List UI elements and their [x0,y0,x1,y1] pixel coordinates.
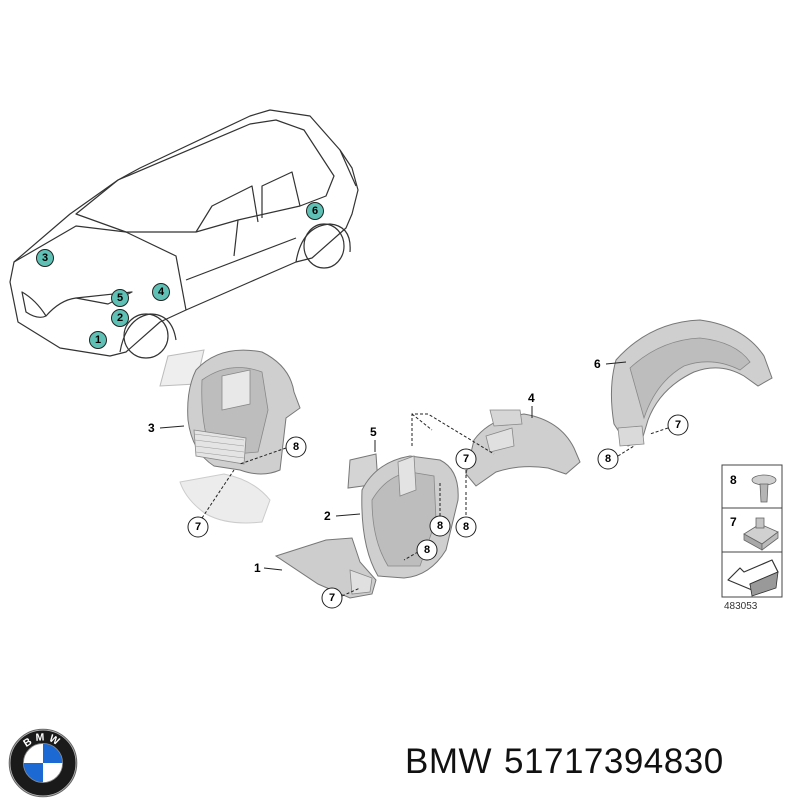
svg-text:1: 1 [95,334,101,346]
callout-8-part2-a: 8 [429,482,451,537]
legend-item-8-label: 8 [730,473,737,487]
callout-2: 2 [324,509,361,523]
svg-text:4: 4 [158,286,165,298]
legend-item-7-label: 7 [730,515,737,529]
callout-6: 6 [594,357,627,371]
svg-text:6: 6 [312,205,318,217]
part-4-wheel-liner [465,409,581,487]
svg-text:5: 5 [370,425,377,439]
svg-text:8: 8 [293,441,299,453]
callout-5: 5 [370,425,377,452]
callout-8-part4: 8 [455,492,477,538]
car-marker-2: 2 [111,309,129,327]
svg-text:8: 8 [424,544,430,556]
svg-text:2: 2 [324,509,331,523]
callout-1: 1 [254,561,283,575]
car-marker-3: 3 [36,249,54,267]
part-1-cover [274,537,377,599]
svg-text:7: 7 [675,419,681,431]
callout-7-part4: 7 [455,448,477,490]
callout-8-part3: 8 [239,436,307,465]
svg-text:BMW: BMW [21,731,64,749]
fastener-legend: 8 7 483053 [721,464,783,612]
svg-text:8: 8 [463,521,469,533]
bmw-logo: BMW [8,728,78,798]
callout-8-part6: 8 [597,445,635,470]
svg-text:1: 1 [254,561,261,575]
part-number: 51717394830 [504,742,724,781]
svg-text:7: 7 [463,453,469,465]
car-marker-5: 5 [111,289,129,307]
brand-name: BMW [405,742,493,781]
svg-text:8: 8 [605,453,611,465]
orientation-arrow-icon [727,559,779,597]
part-3-wheel-liner [159,349,301,524]
car-marker-4: 4 [152,283,170,301]
callout-7-part3: 7 [187,469,235,538]
callout-4: 4 [528,391,535,418]
part-caption: BMW 51717394830 [405,742,736,782]
clip-nut-icon [743,517,779,551]
diagram-code: 483053 [724,601,758,612]
car-marker-1: 1 [89,331,107,349]
svg-text:5: 5 [117,292,123,304]
svg-text:7: 7 [329,592,335,604]
svg-text:2: 2 [117,312,123,324]
svg-text:6: 6 [594,357,601,371]
car-marker-6: 6 [306,202,324,220]
callout-7-part6: 7 [649,414,689,436]
callout-7-part1: 7 [321,587,361,609]
leader-lines-4-2 [411,413,495,455]
expanding-rivet-icon [751,474,777,503]
svg-text:7: 7 [195,521,201,533]
svg-text:3: 3 [42,252,48,264]
part-6-wheel-liner [610,319,773,447]
svg-text:8: 8 [437,520,443,532]
svg-text:4: 4 [528,391,535,405]
svg-text:3: 3 [148,421,155,435]
callout-8-part2-b: 8 [403,539,438,561]
callout-3: 3 [148,421,185,435]
car-outline [9,109,359,359]
